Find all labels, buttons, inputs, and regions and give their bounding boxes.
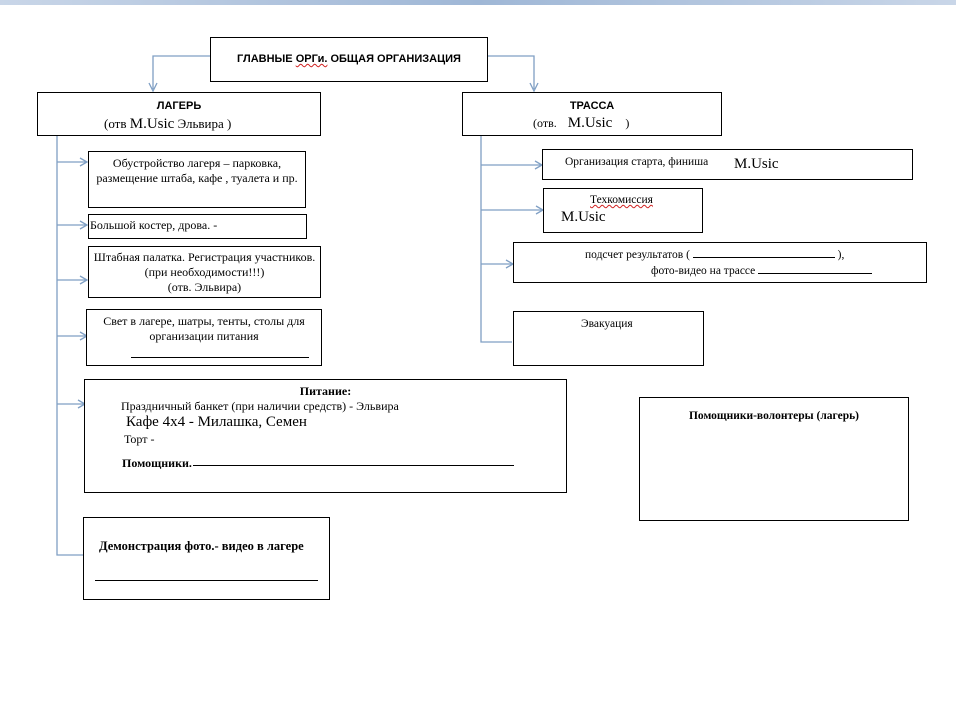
- food-title: Питание:: [299, 384, 352, 398]
- camp-responsible: (отв M.Usic Эльвира ): [104, 115, 231, 134]
- track-spine: [480, 136, 512, 343]
- camp-light-box: Свет в лагере, шатры, тенты, столы для о…: [86, 309, 322, 366]
- camp-box: ЛАГЕРЬ (отв M.Usic Эльвира ): [37, 92, 321, 136]
- hq-tent-line2: (при необходимости!!!): [144, 265, 265, 279]
- photo-blank: [758, 273, 873, 274]
- arrowhead: [529, 82, 539, 93]
- track-results-line: подсчет результатов ( ),: [585, 248, 844, 262]
- camp-resp-rest: Эльвира ): [177, 116, 232, 131]
- track-resp-name: M.Usic: [567, 115, 613, 131]
- food-cake: Торт -: [124, 432, 155, 446]
- camp-demo-box: Демонстрация фото.- видео в лагере: [83, 517, 330, 600]
- camp-resp-name: M.Usic: [129, 116, 175, 132]
- track-evac-box: Эвакуация: [513, 311, 704, 366]
- camp-bonfire-text: Большой костер, дрова. -: [90, 218, 218, 232]
- volunteers-title: Помощники-волонтеры (лагерь): [688, 410, 860, 422]
- track-title: ТРАССА: [569, 100, 615, 112]
- track-tech-name: M.Usic: [561, 209, 606, 225]
- demo-blank-line: [95, 580, 318, 581]
- track-start-text: Организация старта, финиша: [565, 156, 709, 168]
- results-blank: [692, 257, 835, 258]
- volunteers-box: Помощники-волонтеры (лагерь): [639, 397, 909, 521]
- track-start-name: M.Usic: [734, 156, 779, 172]
- main-title-suffix: ОБЩАЯ ОРГАНИЗАЦИЯ: [327, 53, 461, 65]
- food-banquet: Праздничный банкет (при наличии средств)…: [121, 399, 399, 413]
- camp-light-text: Свет в лагере, шатры, тенты, столы для о…: [103, 314, 305, 343]
- main-title-squiggle: ОРГи.: [295, 53, 328, 65]
- demo-text: Демонстрация фото.- видео в лагере: [99, 539, 304, 553]
- camp-food-box: Питание: Праздничный банкет (при наличии…: [84, 379, 567, 493]
- camp-spine: [56, 136, 84, 556]
- food-helpers: Помощники.: [122, 456, 192, 470]
- hq-tent-line1: Штабная палатка. Регистрация участников.: [93, 250, 316, 264]
- results-suffix: ),: [837, 249, 845, 261]
- track-photo-line: фото-видео на трассе: [651, 264, 873, 278]
- arrowhead: [148, 82, 158, 93]
- track-evac-text: Эвакуация: [581, 318, 633, 330]
- track-results-box: подсчет результатов ( ), фото-видео на т…: [513, 242, 927, 283]
- camp-setup-box: Обустройство лагеря – парковка, размещен…: [88, 151, 306, 208]
- camp-title: ЛАГЕРЬ: [156, 100, 202, 112]
- track-responsible: (отв. M.Usic ): [533, 114, 629, 133]
- track-resp-open: (отв.: [533, 116, 557, 130]
- camp-bonfire-box: Большой костер, дрова. -: [88, 214, 307, 239]
- track-box: ТРАССА (отв. M.Usic ): [462, 92, 722, 136]
- track-resp-close: ): [625, 116, 630, 130]
- track-tech-box: Техкомиссия M.Usic: [543, 188, 703, 233]
- main-title-prefix: ГЛАВНЫЕ: [237, 53, 296, 65]
- connector-main-camp: [152, 55, 210, 89]
- camp-light-blank-line: [131, 357, 309, 358]
- results-prefix: подсчет результатов (: [585, 249, 690, 261]
- hq-tent-line3: (отв. Эльвира): [167, 280, 242, 294]
- food-helpers-blank-line: [193, 465, 514, 466]
- food-cafe: Кафе 4х4 - Милашка, Семен: [126, 414, 307, 430]
- camp-resp-open: (отв: [104, 116, 127, 131]
- top-decor-bar: [0, 0, 956, 5]
- photo-text: фото-видео на трассе: [651, 265, 756, 277]
- track-start-box: Организация старта, финиша M.Usic: [542, 149, 913, 180]
- camp-hq-tent-box: Штабная палатка. Регистрация участников.…: [88, 246, 321, 298]
- main-organization-box: ГЛАВНЫЕ ОРГи. ОБЩАЯ ОРГАНИЗАЦИЯ: [210, 37, 488, 82]
- camp-setup-text: Обустройство лагеря – парковка, размещен…: [96, 156, 298, 185]
- connector-main-track: [487, 55, 535, 89]
- track-tech-text: Техкомиссия: [590, 194, 653, 206]
